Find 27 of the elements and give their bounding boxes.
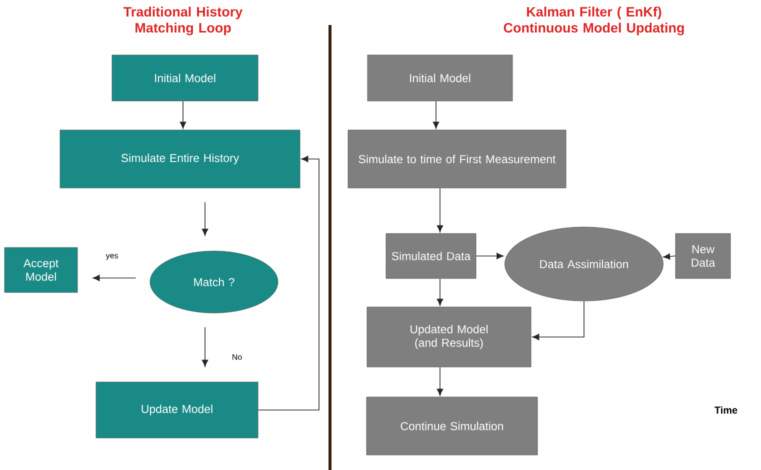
process-box: Initial Model — [367, 54, 513, 102]
heading: Kalman Filter ( EnKf) Continuous Model Updating — [504, 6, 684, 36]
arrow — [532, 300, 584, 340]
arrow — [92, 274, 136, 282]
arrow — [436, 278, 444, 306]
process-box: New Data — [675, 233, 731, 279]
heading: Traditional History Matching Loop — [124, 6, 243, 36]
edge-label: No — [232, 354, 242, 360]
arrow — [436, 188, 444, 232]
arrow — [202, 202, 208, 236]
edge-label: yes — [106, 254, 118, 260]
process-box: Updated Model (and Results) — [366, 306, 532, 368]
process-box: Simulate Entire History — [60, 130, 300, 188]
arrow — [432, 100, 440, 129]
process-box: Initial Model — [112, 54, 258, 102]
arrow — [258, 156, 320, 410]
arrow — [202, 326, 208, 367]
arrow — [436, 366, 444, 396]
process-box: Continue Simulation — [366, 396, 538, 456]
process-box: Simulated Data — [386, 233, 476, 279]
process-box: Simulate to time of First Measurement — [348, 130, 566, 188]
axis-label: Time — [714, 406, 738, 414]
process-box: Accept Model — [4, 247, 78, 293]
arrow — [476, 252, 504, 260]
arrow — [180, 100, 186, 129]
arrow — [663, 253, 676, 260]
process-box: Update Model — [96, 382, 258, 438]
